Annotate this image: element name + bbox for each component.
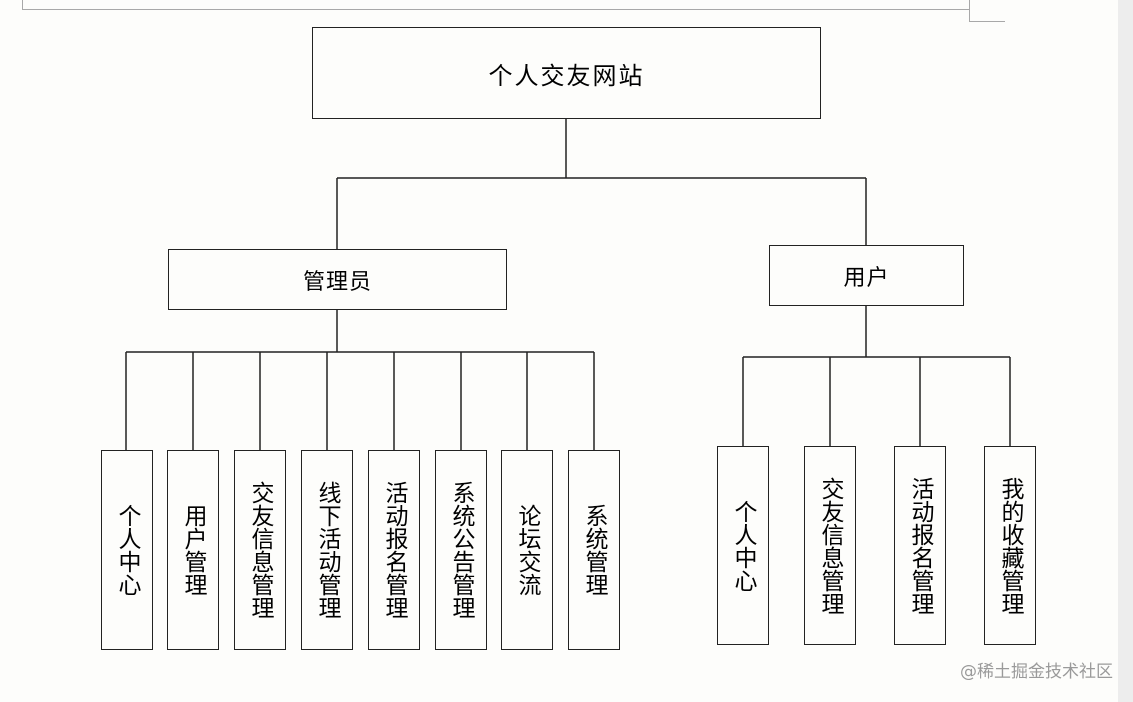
user-module-label: 我的收藏管理 bbox=[997, 476, 1023, 615]
admin-module-label: 线下活动管理 bbox=[314, 481, 340, 619]
admin-module-label: 个人中心 bbox=[114, 504, 140, 596]
user-module-label: 活动报名管理 bbox=[907, 476, 933, 615]
admin-module-offline-activity-management: 线下活动管理 bbox=[301, 450, 353, 650]
admin-module-forum: 论坛交流 bbox=[501, 450, 553, 650]
crop-mark-right bbox=[969, 0, 970, 22]
root-label: 个人交友网站 bbox=[488, 61, 645, 90]
role-node-user: 用户 bbox=[769, 245, 964, 306]
admin-module-personal-center: 个人中心 bbox=[101, 450, 153, 650]
root-node: 个人交友网站 bbox=[312, 27, 821, 119]
crop-mark-left bbox=[22, 0, 23, 10]
crop-mark-top bbox=[22, 9, 970, 10]
user-module-personal-center: 个人中心 bbox=[717, 446, 769, 645]
admin-module-announcement-management: 系统公告管理 bbox=[435, 450, 487, 650]
watermark-text: @稀土掘金技术社区 bbox=[960, 662, 1113, 682]
admin-module-system-management: 系统管理 bbox=[568, 450, 620, 650]
user-module-label: 个人中心 bbox=[730, 499, 756, 592]
admin-module-label: 交友信息管理 bbox=[247, 481, 273, 619]
admin-module-label: 系统管理 bbox=[581, 504, 607, 596]
admin-module-label: 用户管理 bbox=[180, 504, 206, 596]
user-module-favorites-management: 我的收藏管理 bbox=[984, 446, 1036, 645]
admin-module-label: 系统公告管理 bbox=[448, 481, 474, 619]
admin-module-user-management: 用户管理 bbox=[167, 450, 219, 650]
admin-module-label: 论坛交流 bbox=[514, 504, 540, 596]
admin-module-label: 活动报名管理 bbox=[381, 481, 407, 619]
user-module-activity-signup-management: 活动报名管理 bbox=[894, 446, 946, 645]
page-edge bbox=[1118, 0, 1133, 702]
user-module-dating-info-management: 交友信息管理 bbox=[804, 446, 856, 645]
role-node-admin: 管理员 bbox=[168, 249, 507, 310]
user-module-label: 交友信息管理 bbox=[817, 476, 843, 615]
admin-module-activity-signup-management: 活动报名管理 bbox=[368, 450, 420, 650]
role-label-admin: 管理员 bbox=[302, 269, 372, 295]
role-label-user: 用户 bbox=[843, 265, 890, 291]
crop-mark-right-tick bbox=[969, 21, 1005, 22]
admin-module-dating-info-management: 交友信息管理 bbox=[234, 450, 286, 650]
